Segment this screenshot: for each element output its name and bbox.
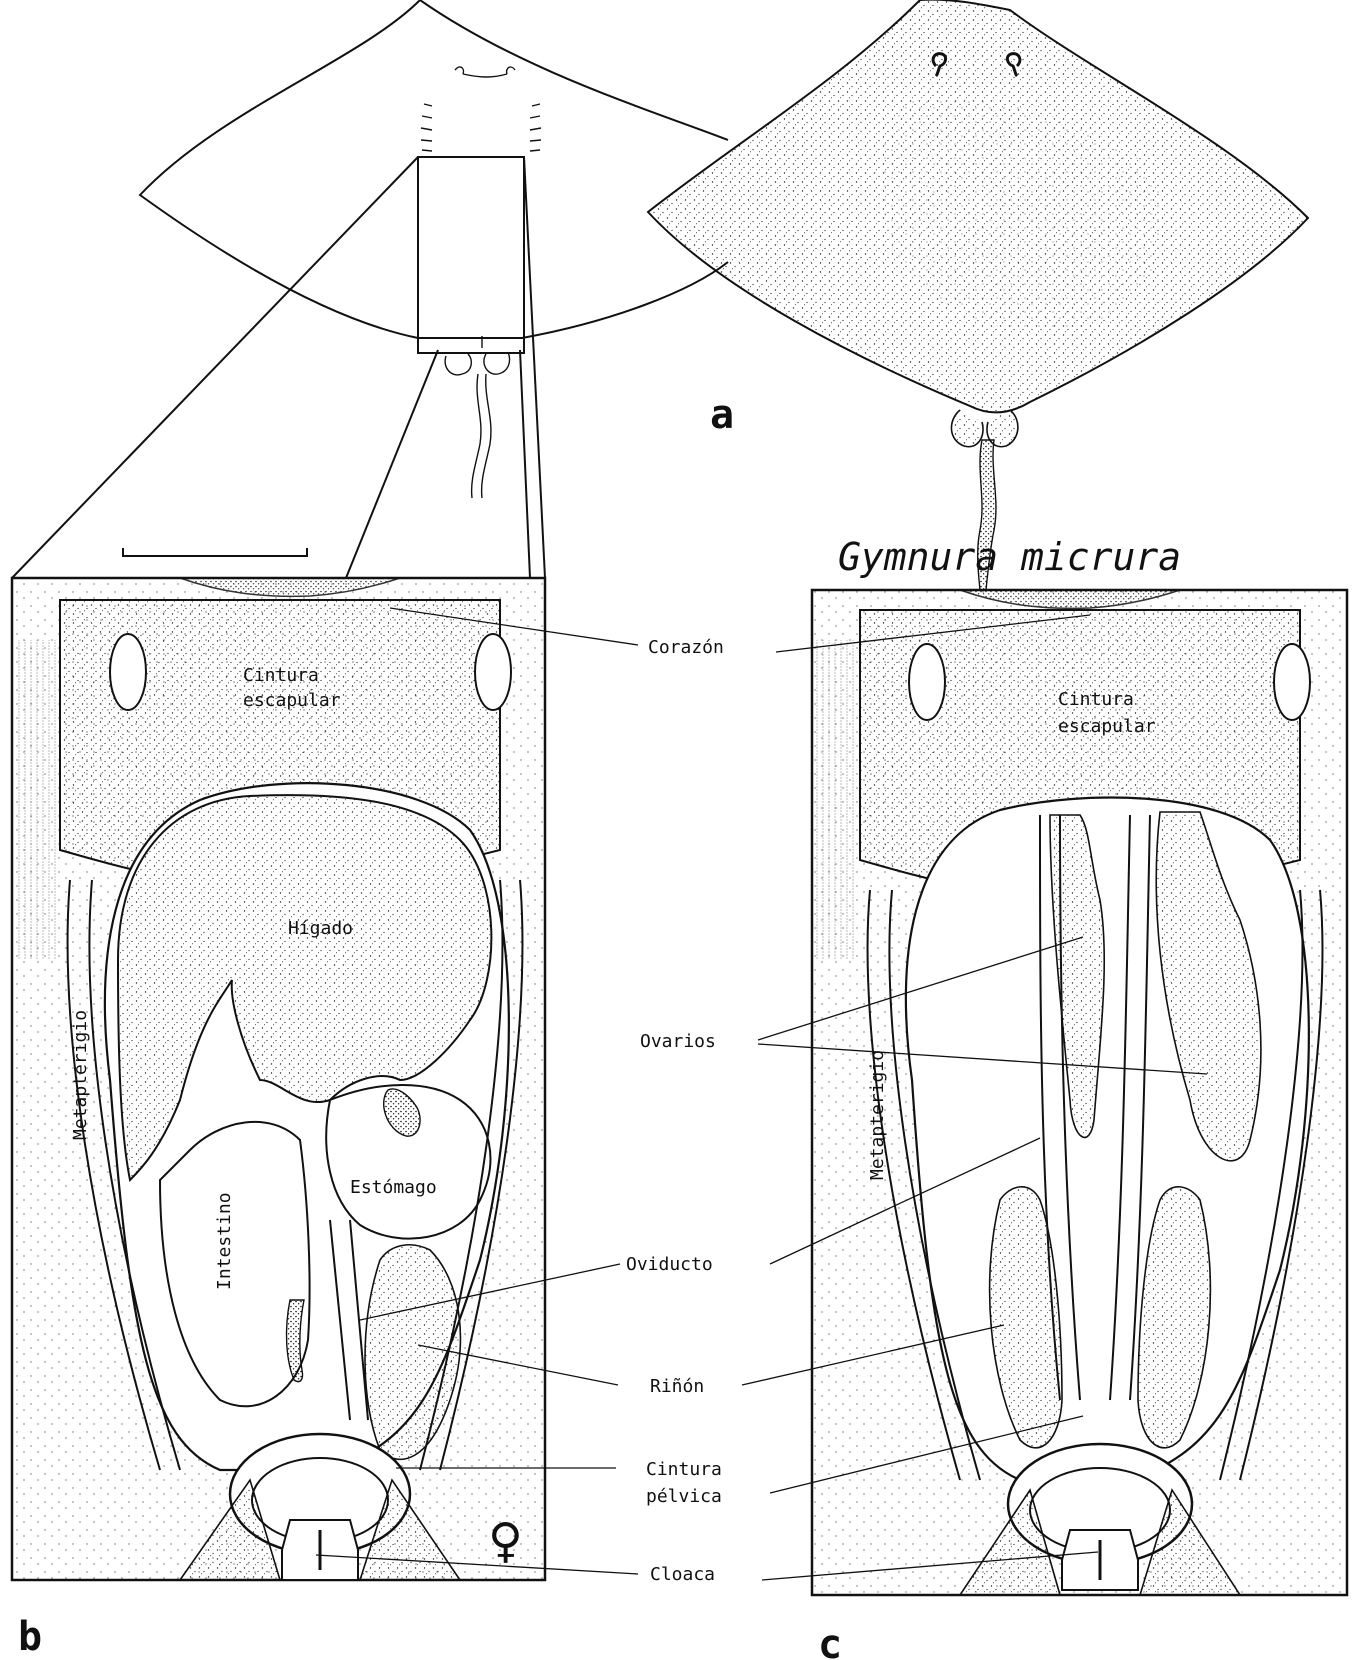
species-name: Gymnura micrura [838,535,1181,579]
gill-slits-right [530,104,541,151]
label-scapular-b-1: Cintura [243,665,319,686]
label-cloaca: Cloaca [650,1564,715,1585]
ray-outline-ventral [12,0,728,578]
panel-label-b: b [18,1614,42,1660]
label-ovaries: Ovarios [640,1031,716,1052]
label-scapular-c-2: escapular [1058,716,1156,737]
label-scapular-b-2: escapular [243,690,341,711]
label-stomach: Estómago [350,1177,437,1198]
label-intestine: Intestino [214,1192,235,1290]
panel-b-dissection [12,578,545,1580]
label-kidney: Riñón [650,1376,704,1397]
female-symbol: ♀ [488,1506,523,1574]
label-metapterygium-c: Metapterigio [867,1050,888,1180]
label-pelvic-2: pélvica [646,1486,722,1507]
label-heart: Corazón [648,637,724,658]
label-scapular-c-1: Cintura [1058,689,1134,710]
panel-label-a: a [710,392,734,438]
label-metapterygium-b: Metapterigio [70,1010,91,1140]
gill-slits-left [421,104,432,151]
panel-label-c: c [818,1622,842,1660]
ray-dorsal-view [648,0,1308,590]
zoom-box [418,157,524,353]
label-liver: Hígado [288,918,353,939]
label-oviduct: Oviducto [626,1254,713,1275]
label-pelvic-1: Cintura [646,1459,722,1480]
panel-c-dissection [812,590,1347,1595]
